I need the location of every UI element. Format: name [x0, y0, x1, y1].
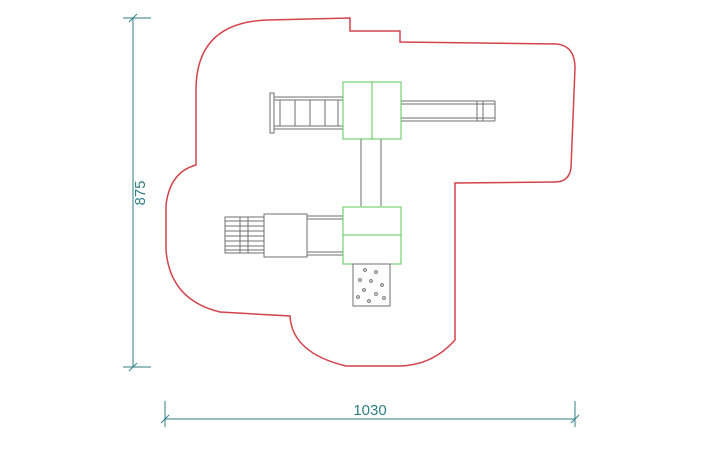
- platform-top: [342, 81, 402, 140]
- platform-bottom: [342, 206, 402, 265]
- height-dimension-label: 875: [132, 180, 149, 205]
- slide-top-right: [401, 100, 496, 122]
- width-dimension-label: 1030: [353, 402, 386, 419]
- width-dimension: [160, 401, 580, 427]
- climbing-wall: [352, 263, 391, 307]
- tunnel-bottom-left: [224, 213, 343, 258]
- height-dimension: [123, 13, 151, 372]
- safety-zone-boundary: [165, 17, 576, 367]
- ladder-top-left: [269, 92, 343, 134]
- connecting-bridge: [360, 139, 382, 206]
